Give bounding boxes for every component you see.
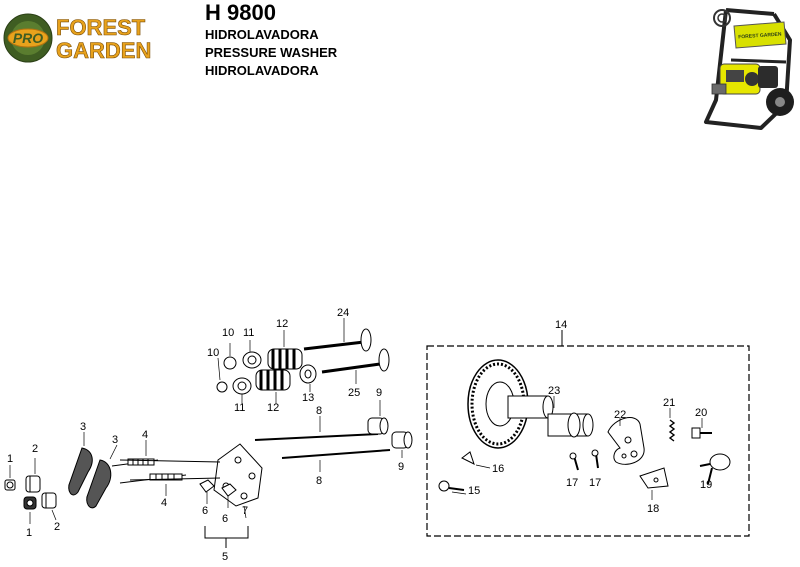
- product-name-es-1: HIDROLAVADORA: [205, 27, 319, 42]
- callout-17-left: 17: [566, 477, 578, 489]
- callout-24: 24: [337, 307, 349, 319]
- callout-3-lower: 3: [112, 434, 118, 446]
- logo-line-2: GARDEN: [56, 38, 151, 63]
- part-5-group-bracket: [204, 526, 249, 539]
- part-24-valve: [303, 328, 372, 352]
- part-1-nut-upper: [4, 479, 16, 491]
- part-17-pin-right: [591, 449, 599, 469]
- callout-10-upper: 10: [222, 327, 234, 339]
- part-17-pin-left: [569, 452, 579, 471]
- callout-20: 20: [695, 407, 707, 419]
- callout-6-right: 6: [222, 513, 228, 525]
- part-2-cap-lower: [41, 492, 57, 509]
- callout-15: 15: [468, 485, 480, 497]
- callout-10-lower: 10: [207, 347, 219, 359]
- callout-12-lower: 12: [267, 402, 279, 414]
- part-15-bolt: [438, 480, 465, 492]
- product-name-es-2: HIDROLAVADORA: [205, 63, 319, 78]
- part-13-valve-seal: [299, 364, 317, 384]
- part-1-nut-lower: [23, 496, 37, 510]
- part-25-valve: [321, 348, 390, 374]
- part-10-retainer-lower: [216, 381, 228, 393]
- callout-17-right: 17: [589, 477, 601, 489]
- part-8-push-rod-lower: [281, 449, 391, 459]
- callout-1-upper: 1: [7, 453, 13, 465]
- callout-1-lower: 1: [26, 527, 32, 539]
- part-12-valve-spring-lower: [255, 369, 291, 391]
- part-10-retainer-upper: [223, 356, 237, 370]
- part-11-spring-cap-upper: [242, 351, 262, 369]
- callout-11-upper: 11: [243, 327, 254, 339]
- callout-3-upper: 3: [80, 421, 86, 433]
- callout-14: 14: [555, 319, 567, 331]
- callout-21: 21: [663, 397, 675, 409]
- callout-18: 18: [647, 503, 659, 515]
- callout-19: 19: [700, 479, 712, 491]
- callout-11-lower: 11: [234, 402, 245, 414]
- callout-7: 7: [242, 505, 248, 517]
- part-3-rocker-arm-upper: [68, 447, 93, 496]
- callout-9-lower: 9: [398, 461, 404, 473]
- callout-22: 22: [614, 409, 626, 421]
- part-11-spring-cap-lower: [232, 377, 252, 395]
- part-12-valve-spring-upper: [267, 348, 303, 370]
- part-22-governor-plate: [607, 417, 645, 465]
- part-21-spring: [668, 419, 676, 442]
- part-6-nut-left: [199, 479, 215, 493]
- part-8-push-rod-upper: [254, 433, 379, 441]
- part-9-tappet-upper: [367, 417, 389, 435]
- forest-garden-logo: PRO FOREST GARDEN: [2, 12, 194, 64]
- part-18-lever: [639, 467, 669, 489]
- part-19-pin: [699, 453, 731, 485]
- callout-9-upper: 9: [376, 387, 382, 399]
- callout-2-upper: 2: [32, 443, 38, 455]
- callout-8-upper: 8: [316, 405, 322, 417]
- callout-5: 5: [222, 551, 228, 563]
- exploded-parts-diagram: 1 2 1 2 3 3 4 4 5 6 6 7 8 8 9 9 10 10 11…: [4, 307, 750, 563]
- callout-25: 25: [348, 387, 360, 399]
- part-3-rocker-arm-lower: [86, 459, 112, 509]
- callout-16: 16: [492, 463, 504, 475]
- callout-6-left: 6: [202, 505, 208, 517]
- model-number: H 9800: [205, 0, 276, 25]
- camshaft-assembly-box: [426, 345, 750, 537]
- callout-8-lower: 8: [316, 475, 322, 487]
- callout-23: 23: [548, 385, 560, 397]
- part-16-clip: [461, 451, 475, 465]
- part-23-camshaft-gear: [467, 359, 594, 449]
- part-20-bolt: [691, 427, 712, 439]
- pressure-washer-photo: FOREST GARDEN: [686, 0, 800, 132]
- photo-panel-label: FOREST GARDEN: [738, 31, 782, 40]
- title-block: H 9800 HIDROLAVADORA PRESSURE WASHER HID…: [205, 0, 337, 80]
- callout-13: 13: [302, 392, 314, 404]
- callout-4-lower: 4: [161, 497, 167, 509]
- logo-line-1: FOREST: [56, 15, 146, 40]
- product-name-en: PRESSURE WASHER: [205, 45, 338, 60]
- part-6-nut-right: [221, 483, 237, 497]
- callout-12-upper: 12: [276, 318, 288, 330]
- logo-badge-text: PRO: [13, 30, 43, 46]
- callout-4-upper: 4: [142, 429, 148, 441]
- callout-2-lower: 2: [54, 521, 60, 533]
- part-9-tappet-lower: [391, 431, 413, 449]
- part-2-cap-upper: [25, 475, 41, 493]
